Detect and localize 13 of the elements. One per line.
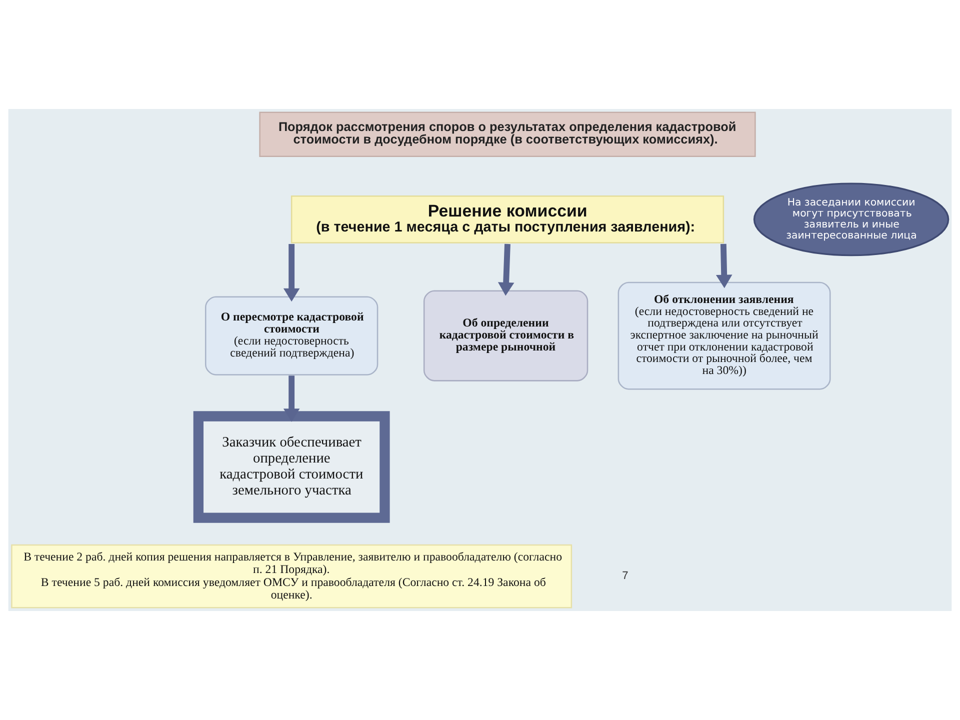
node-box: В течение 2 раб. дней копия решения направляется в Управление, заявителю и правообладателю (согласно п. 21 Порядка). В течение 5 раб. дней комиссия уведомляет ОМСУ и правообладателя (Согласно ст. 24.19 Закона об оценке). (11, 544, 572, 608)
node-ellipse: На заседании комиссии могут присутствовать заявитель и иные заинтересованные лица (753, 182, 950, 256)
label: 7 (622, 570, 628, 582)
node-box: Порядок рассмотрения споров о результатах определения кадастровой стоимости в досудебном порядке (в соответствующих комиссиях). (259, 112, 756, 158)
node-box: Решение комиссии (в течение 1 месяца с даты поступления заявления): (290, 196, 724, 244)
arrow (498, 244, 514, 296)
arrow (716, 244, 732, 288)
arrow (283, 376, 300, 422)
arrow (283, 244, 300, 302)
node-box: О пересмотре кадастровой стоимости (если недостоверность сведений подтверждена) (205, 296, 378, 376)
node-box: Об определении кадастровой стоимости в размере рыночной (423, 290, 588, 382)
node-box: Заказчик обеспечивает определение кадастровой стоимости земельного участка (193, 411, 390, 523)
node-box: Об отклонении заявления (если недостоверность сведений не подтверждена или отсутствует экспертное заключение на рыночный отчет при отклонении кадастровой стоимости от рыночной более, чем на 30%)) (618, 282, 831, 390)
